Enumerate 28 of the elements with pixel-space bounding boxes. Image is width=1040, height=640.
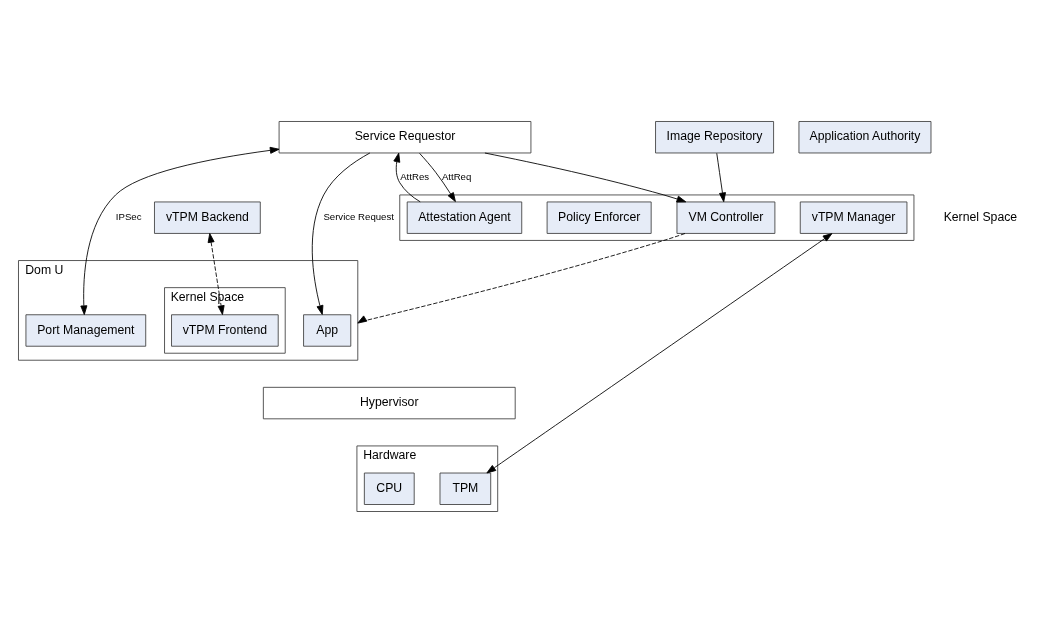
node-box: VM Controller — [676, 201, 776, 234]
node-box: TPM — [439, 472, 492, 505]
node-box: Port Management — [25, 314, 147, 347]
arrow — [80, 146, 280, 316]
edge-label: AttRes — [400, 170, 430, 182]
node-box: vTPM Frontend — [171, 314, 279, 347]
node-box: vTPM Backend — [154, 201, 261, 234]
arrow — [716, 152, 726, 203]
edge-label: IPSec — [115, 211, 142, 223]
node-box: Attestation Agent — [406, 201, 523, 234]
node-box: Application Authority — [798, 121, 932, 154]
arrow — [207, 233, 225, 315]
edge-label: Service Request — [323, 211, 394, 223]
node-box: App — [303, 314, 352, 347]
arrow — [486, 233, 833, 474]
arrow — [484, 152, 687, 203]
arrow — [393, 152, 421, 203]
label: Kernel Space — [943, 209, 1018, 224]
node-box: Hypervisor — [262, 386, 516, 420]
node-box: Service Requestor — [278, 121, 532, 154]
arrow — [311, 152, 371, 315]
edge-label: AttReq — [441, 170, 472, 182]
arrow — [357, 233, 686, 324]
node-box: vTPM Manager — [799, 201, 908, 234]
arrow — [419, 152, 456, 202]
node-box: Image Repository — [655, 121, 775, 154]
node-box: CPU — [363, 472, 415, 505]
node-box: Policy Enforcer — [546, 201, 652, 234]
